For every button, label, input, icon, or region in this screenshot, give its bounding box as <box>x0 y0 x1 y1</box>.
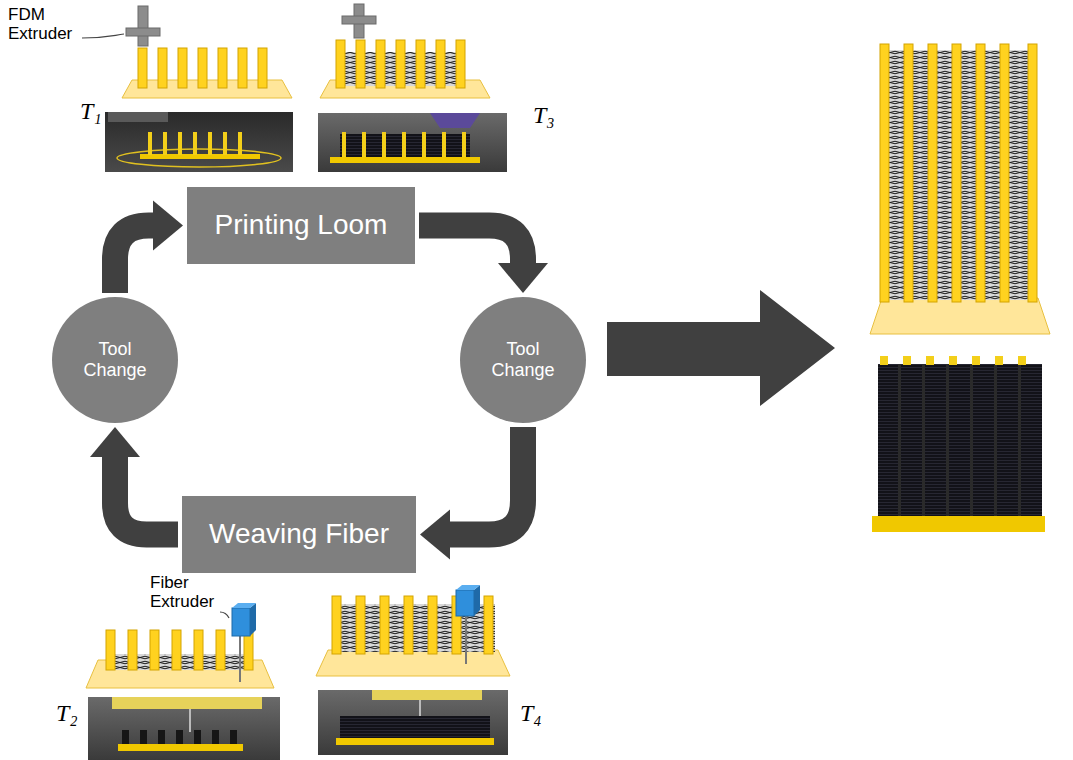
photo-t2 <box>88 697 280 760</box>
node-text: Tool Change <box>483 339 563 380</box>
photo-t4 <box>318 690 508 755</box>
loom-sketch-t1 <box>82 6 293 172</box>
flow-arrow <box>419 226 548 294</box>
callout-label: FDM Extruder <box>8 6 84 43</box>
result-arrow <box>607 290 835 406</box>
callout-label: Fiber Extruder <box>150 574 228 611</box>
fdm-extruder <box>126 6 160 46</box>
flow-arrow <box>420 427 523 560</box>
arrow-head <box>153 201 183 251</box>
arrow-shaft <box>115 455 178 535</box>
node-text: Tool Change <box>75 339 155 380</box>
node-text: Weaving Fiber <box>209 518 389 550</box>
leader-line <box>220 612 229 618</box>
arrow-head <box>498 263 548 293</box>
step-label: T₁ <box>80 98 110 124</box>
step-label: T₃ <box>533 102 563 128</box>
tool-change-circle: Tool Change <box>52 297 178 423</box>
node-text: Printing Loom <box>215 209 388 241</box>
flow-arrow <box>115 201 183 294</box>
step-label: T₂ <box>56 700 86 726</box>
arrow-shaft <box>115 226 155 294</box>
arrow-shaft <box>419 226 523 266</box>
arrow-shaft <box>448 427 523 535</box>
process-box: Printing Loom <box>187 187 415 264</box>
fiber-extruder <box>232 608 250 636</box>
arrow-head <box>420 510 450 560</box>
loom-sketch-t2 <box>86 603 280 760</box>
photo-result <box>872 345 1045 533</box>
woven-result-sketch <box>870 44 1050 533</box>
tool-change-circle: Tool Change <box>460 297 586 423</box>
loom-sketch-t4 <box>316 585 510 755</box>
photo-t1 <box>105 112 293 172</box>
step-label: T₄ <box>520 700 550 726</box>
process-box: Weaving Fiber <box>182 496 416 573</box>
loom-sketch-t3 <box>318 4 507 172</box>
leader-line <box>82 34 124 38</box>
photo-t3 <box>318 113 507 172</box>
arrow-head <box>90 427 140 457</box>
flow-arrow <box>90 427 178 535</box>
